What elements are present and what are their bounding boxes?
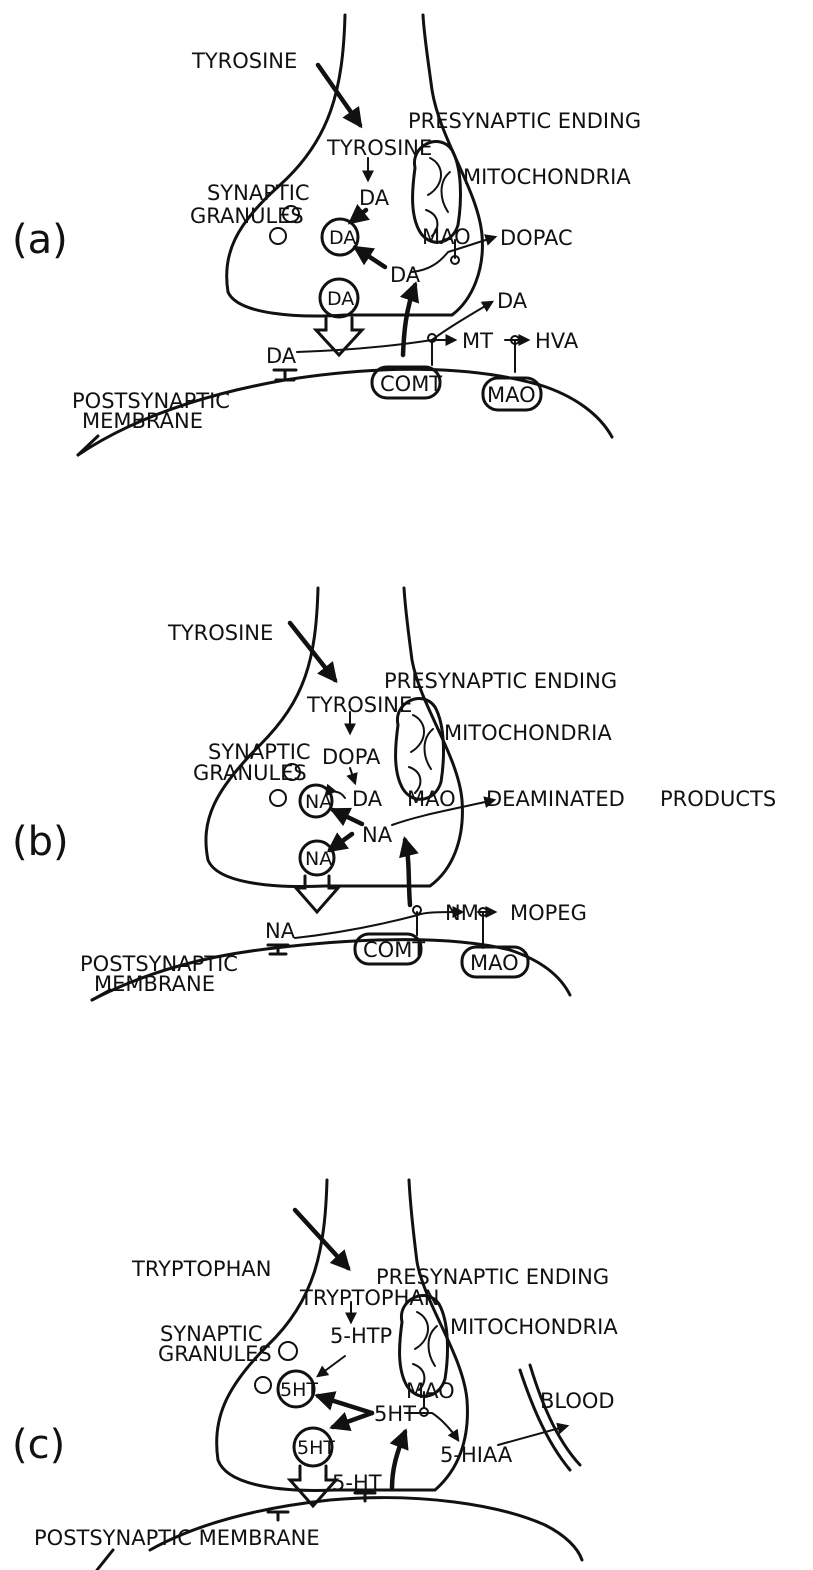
reuptake-arrow xyxy=(405,840,410,905)
uptake-arrow xyxy=(295,1210,348,1268)
panel-a-label: (a) xyxy=(12,217,68,263)
5hiaa-label: 5-HIAA xyxy=(440,1443,513,1467)
da-release-label: DA xyxy=(327,288,354,310)
blood-label: BLOOD xyxy=(540,1389,615,1413)
granules-label: GRANULES xyxy=(190,204,304,228)
5ht-center-label: 5HT xyxy=(374,1402,416,1426)
5ht-cleft-label: 5-HT xyxy=(332,1471,382,1495)
da-center-label: DA xyxy=(390,263,421,287)
storage-arrow xyxy=(333,810,362,824)
mao-post-label: MAO xyxy=(487,383,536,407)
release-arrow xyxy=(333,1413,372,1427)
mao-label: MAO xyxy=(407,787,456,811)
tryptophan-outside-label: TRYPTOPHAN xyxy=(131,1257,271,1281)
da-receptor-label: DA xyxy=(266,344,297,368)
blood-vessel-icon xyxy=(520,1365,580,1470)
granule-icon xyxy=(270,790,286,806)
presynaptic-ending-label: PRESYNAPTIC ENDING xyxy=(384,669,617,693)
granules-label: GRANULES xyxy=(193,761,307,785)
mopeg-label: MOPEG xyxy=(510,901,587,925)
mitochondria-label: MITOCHONDRIA xyxy=(450,1315,618,1339)
dopac-label: DOPAC xyxy=(500,226,573,250)
tryptophan-inside-label: TRYPTOPHAN xyxy=(299,1286,439,1310)
deaminated-label: DEAMINATED xyxy=(486,787,625,811)
synaptic-label: SYNAPTIC xyxy=(207,181,310,205)
uptake-arrow xyxy=(290,623,335,680)
na-granule-label: NA xyxy=(305,791,332,813)
da-label: DA xyxy=(352,787,383,811)
dopa-label: DOPA xyxy=(322,745,381,769)
mao-label: MAO xyxy=(406,1379,455,1403)
postsynaptic-pointer xyxy=(97,1550,113,1570)
panel-b-label: (b) xyxy=(12,819,69,865)
tyrosine-outside-label: TYROSINE xyxy=(167,621,273,645)
5ht-granule-label: 5HT xyxy=(280,1379,318,1401)
mt-label: MT xyxy=(462,329,493,353)
na-receptor-label: NA xyxy=(265,919,296,943)
mao-post-label: MAO xyxy=(470,951,519,975)
tyrosine-inside-label: TYROSINE xyxy=(306,693,412,717)
da-top-label: DA xyxy=(359,186,390,210)
products-label: PRODUCTS xyxy=(660,787,776,811)
exocytosis-arrow-icon xyxy=(296,876,338,912)
comt-label: COMT xyxy=(363,938,425,962)
5htp-to-granule-arrow xyxy=(318,1356,345,1376)
granule-icon xyxy=(255,1377,271,1393)
postsynaptic-membrane-label: POSTSYNAPTIC MEMBRANE xyxy=(34,1526,320,1550)
dopa-to-da-arrow xyxy=(350,768,355,783)
mao-label: MAO xyxy=(422,225,471,249)
na-release-label: NA xyxy=(305,848,332,870)
mitochondria-label: MITOCHONDRIA xyxy=(463,165,631,189)
panel-a: (a) xyxy=(12,15,641,455)
da-to-granule-arrow xyxy=(351,210,366,222)
release-arrow xyxy=(330,834,352,850)
membrane-label: MEMBRANE xyxy=(94,972,215,996)
hva-label: HVA xyxy=(535,329,579,353)
5ht-release-label: 5HT xyxy=(297,1437,335,1459)
presynaptic-ending-label: PRESYNAPTIC ENDING xyxy=(408,109,641,133)
receptor-icon xyxy=(268,1512,288,1520)
receptor-icon xyxy=(274,370,296,380)
comt-label: COMT xyxy=(380,372,442,396)
panel-b: (b) TYROSINE PRESYNAPTIC ENDING T xyxy=(12,588,776,1000)
storage-arrow xyxy=(356,248,385,267)
storage-arrow xyxy=(318,1396,372,1413)
nm-label: NM xyxy=(445,901,479,925)
granules-label: GRANULES xyxy=(158,1342,272,1366)
da-right-label: DA xyxy=(497,289,528,313)
reuptake-arrow xyxy=(392,1432,405,1488)
na-center-label: NA xyxy=(362,823,393,847)
mitochondria-label: MITOCHONDRIA xyxy=(444,721,612,745)
5htp-label: 5-HTP xyxy=(330,1324,392,1348)
da-granule-label: DA xyxy=(329,227,356,249)
granule-icon xyxy=(279,1342,297,1360)
panel-c-label: (c) xyxy=(12,1422,65,1468)
granule-icon xyxy=(270,228,286,244)
tyrosine-inside-label: TYROSINE xyxy=(326,136,432,160)
tyrosine-outside-label: TYROSINE xyxy=(191,49,297,73)
membrane-label: MEMBRANE xyxy=(82,409,203,433)
panel-c: (c) TRYPTOPHAN PRESYNAPTIC ENDING TRYPTO… xyxy=(12,1180,618,1570)
